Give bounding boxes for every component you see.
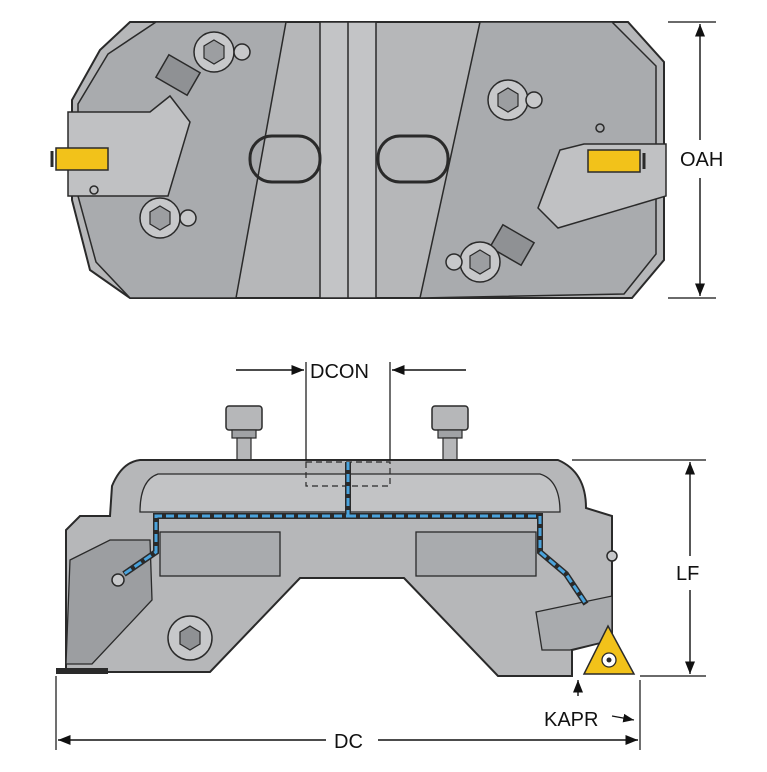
insert-right [587, 149, 641, 173]
dcon-label: DCON [310, 361, 369, 383]
kapr-label: KAPR [544, 709, 598, 731]
front-view-cartridge-right [535, 595, 613, 651]
lf-label: LF [676, 563, 699, 585]
top-view-slot-left [248, 134, 322, 184]
oah-label: OAH [680, 149, 723, 171]
bolt-icon [225, 405, 263, 465]
screw-icon [193, 31, 235, 73]
screw-icon [139, 197, 181, 239]
triangle-insert-icon [582, 624, 636, 675]
screw-icon [487, 79, 529, 121]
top-view-left-wedge [77, 21, 287, 299]
dcon-dimension: DCON [236, 361, 466, 460]
dc-dimension: DC [55, 676, 641, 753]
oah-dimension: OAH [668, 21, 723, 299]
bolt-icon [431, 405, 469, 465]
dc-label: DC [334, 731, 363, 753]
top-view-clamp-right [488, 223, 536, 267]
top-view-right-wedge [419, 21, 657, 299]
kapr-annotation: KAPR [544, 680, 635, 731]
insert-left [55, 147, 109, 171]
top-view-slot-right [376, 134, 450, 184]
lf-dimension: LF [572, 459, 706, 677]
screw-icon [459, 241, 501, 283]
top-view-cartridge-left [67, 94, 191, 197]
screw-icon [167, 615, 213, 661]
top-view-clamp-left [154, 53, 202, 97]
top-view [50, 21, 667, 299]
front-view [56, 405, 636, 677]
